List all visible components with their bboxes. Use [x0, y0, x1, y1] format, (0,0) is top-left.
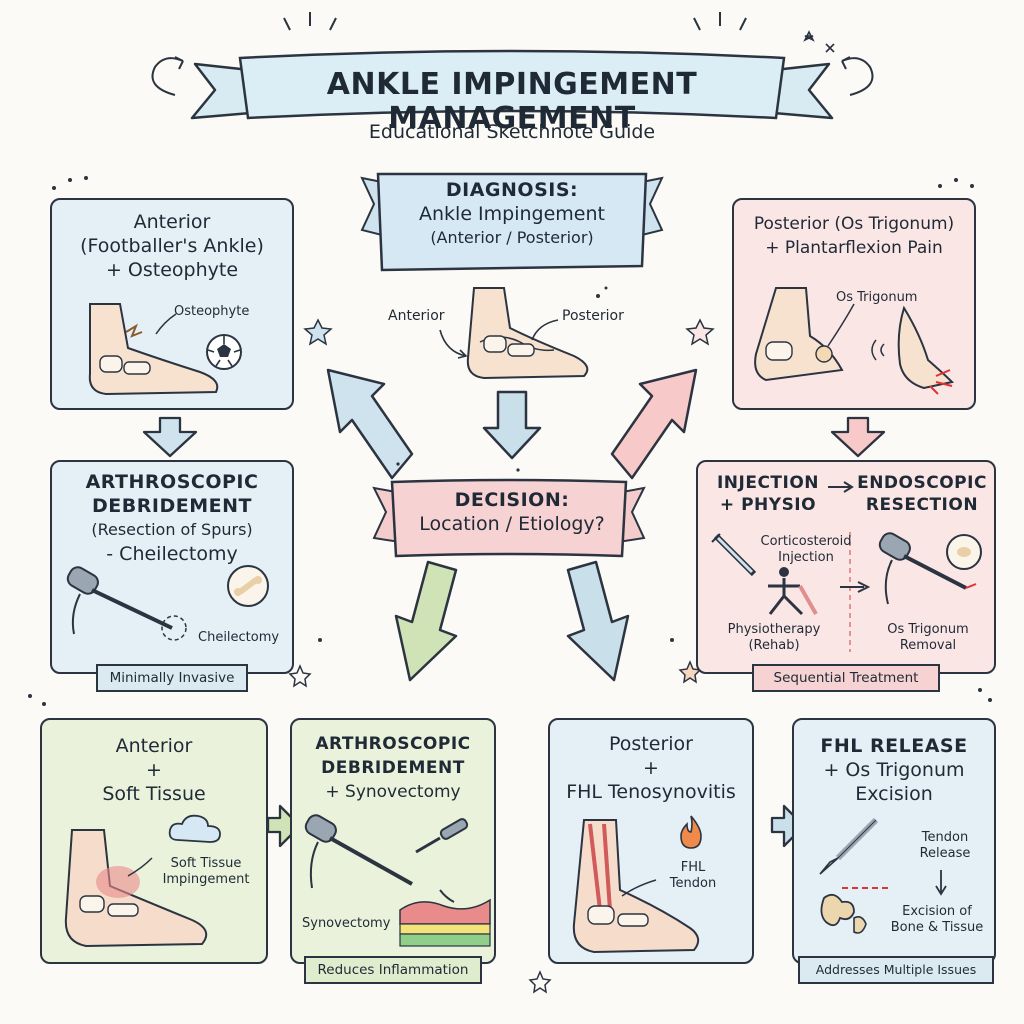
ribbon-sequential-treatment: Sequential Treatment	[752, 664, 940, 692]
posterior-os-title-1: Posterior (Os Trigonum)	[753, 214, 955, 234]
card-divider	[849, 532, 851, 652]
sequence-arrow-icon	[828, 481, 854, 493]
endoscopic-title-2: RESECTION	[865, 495, 979, 515]
synov-title-3: + Synovectomy	[325, 782, 461, 802]
soft-title-1: Anterior	[115, 735, 193, 757]
decision-title: DECISION: Location / Etiology?	[419, 489, 605, 535]
posterior-os-trigonum-card: Posterior (Os Trigonum) + Plantarflexion…	[732, 198, 976, 410]
excision-label: Excision of Bone & Tissue	[890, 904, 984, 935]
soft-title-3: Soft Tissue	[102, 783, 206, 805]
page-title: ANKLE IMPINGEMENT MANAGEMENT	[326, 67, 698, 136]
anterior-osteophyte-card: Anterior (Footballer's Ankle) + Osteophy…	[50, 198, 294, 410]
spurs-title-3: (Resection of Spurs)	[91, 520, 253, 539]
release-title-1: FHL RELEASE	[820, 735, 968, 757]
diagnosis-label-posterior: Posterior	[562, 308, 624, 324]
soft-tissue-label: Soft Tissue Impingement	[162, 856, 250, 887]
bone-icon-2	[946, 534, 982, 570]
anterior-osteophyte-title-3: + Osteophyte	[105, 259, 239, 281]
ribbon-addresses-multiple-issues: Addresses Multiple Issues	[798, 956, 994, 984]
flame-icon	[680, 815, 702, 849]
scalpel-icon	[819, 817, 890, 889]
spurs-title-4: - Cheilectomy	[106, 543, 238, 565]
corticosteroid-label: Corticosteroid Injection	[760, 534, 852, 565]
injection-title-2: + PHYSIO	[719, 495, 817, 515]
anterior-osteophyte-title-2: (Footballer's Ankle)	[80, 235, 264, 257]
release-title-3: Excision	[855, 783, 933, 805]
synov-title-1: ARTHROSCOPIC	[315, 734, 471, 754]
diagnosis-label-arrows	[439, 319, 559, 359]
synov-title-2: DEBRIDEMENT	[321, 758, 465, 778]
os-removal-label: Os Trigonum Removal	[887, 622, 969, 653]
ribbon-reduces-inflammation: Reduces Inflammation	[304, 956, 482, 984]
soft-title-2: +	[146, 759, 162, 781]
plantarflexion-foot-icon	[871, 305, 955, 395]
posterior-fhl-card: Posterior + FHL Tenosynovitis FHL Tendon	[548, 718, 754, 964]
physiotherapy-label: Physiotherapy (Rehab)	[727, 622, 821, 653]
title-banner	[151, 12, 874, 120]
spurs-title-2: DEBRIDEMENT	[92, 495, 252, 517]
cloud-inflammation-icon	[168, 814, 221, 843]
synovectomy-label: Synovectomy	[302, 916, 391, 931]
tissue-layers-illustration	[399, 889, 491, 947]
diagnosis-banner	[360, 172, 664, 272]
fhl-title-3: FHL Tenosynovitis	[566, 781, 736, 803]
release-down-arrow	[935, 870, 947, 896]
page-subtitle: Educational Sketchnote Guide	[368, 121, 656, 143]
excised-bone-icon	[820, 893, 867, 934]
diagnosis-foot-illustration	[466, 287, 589, 380]
spurs-title-1: ARTHROSCOPIC	[85, 471, 259, 493]
os-trigonum-ankle-illustration	[754, 287, 855, 382]
fhl-title-1: Posterior	[609, 733, 693, 755]
posterior-os-title-2: + Plantarflexion Pain	[765, 238, 943, 258]
endoscopic-title-1: ENDOSCOPIC	[857, 473, 987, 493]
arthroscope-icon	[66, 566, 187, 641]
footballer-ankle-illustration	[88, 303, 219, 396]
injection-endoscopic-card: INJECTION + PHYSIO ENDOSCOPIC RESECTION …	[696, 460, 996, 674]
soft-tissue-ankle-illustration	[64, 829, 208, 948]
os-trigonum-label: Os Trigonum	[836, 290, 918, 305]
ribbon-minimally-invasive: Minimally Invasive	[96, 664, 248, 692]
physiotherapy-figure-icon	[768, 567, 818, 616]
bone-icon	[227, 565, 269, 607]
treatment-arrow-icon	[840, 581, 871, 593]
release-title-2: + Os Trigonum	[823, 759, 965, 781]
osteophyte-label: Osteophyte	[174, 304, 250, 319]
fhl-tendon-label: FHL Tendon	[669, 860, 717, 891]
arthroscopic-synovectomy-card: ARTHROSCOPIC DEBRIDEMENT + Synovectomy S…	[290, 718, 496, 964]
fhl-release-card: FHL RELEASE + Os Trigonum Excision Tendo…	[792, 718, 996, 964]
decision-banner	[372, 478, 646, 558]
soccer-ball-icon	[206, 334, 242, 370]
fhl-title-2: +	[643, 757, 659, 779]
diagnosis-title: DIAGNOSIS: Ankle Impingement (Anterior /…	[419, 179, 605, 247]
arthroscopic-spurs-card: ARTHROSCOPIC DEBRIDEMENT (Resection of S…	[50, 460, 294, 674]
injection-title-1: INJECTION	[716, 473, 820, 493]
anterior-soft-tissue-card: Anterior + Soft Tissue Soft Tissue Impin…	[40, 718, 268, 964]
tendon-release-label: Tendon Release	[919, 830, 971, 861]
anterior-osteophyte-title-1: Anterior	[133, 211, 211, 233]
cheilectomy-label: Cheilectomy	[198, 630, 280, 645]
arthroscope-shaver-icon	[304, 814, 469, 889]
fhl-ankle-illustration	[572, 819, 700, 954]
endoscope-icon	[878, 532, 977, 605]
diagnosis-label-anterior: Anterior	[388, 308, 445, 324]
syringe-icon	[711, 533, 757, 577]
